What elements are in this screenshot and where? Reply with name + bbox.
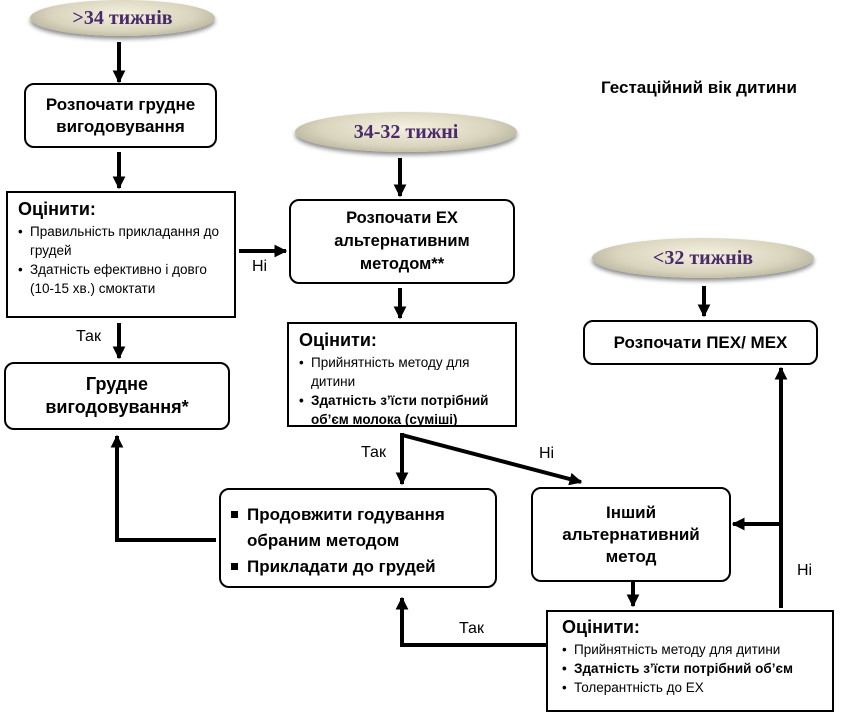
assess-heading-1: Оцінити: xyxy=(18,199,96,219)
assess3-item: Прийнятність методу для дитини xyxy=(562,640,822,659)
assess-box-2: Оцінити: Прийнятність методу для дитини … xyxy=(287,322,517,427)
arrow-assess3-to-continue xyxy=(395,596,546,647)
arrow-continue-to-breastfeeding xyxy=(110,434,216,542)
start-ef-alt-text: Розпочати ЕХ альтернативним методом** xyxy=(334,209,470,273)
no-label-3: Ні xyxy=(797,562,813,579)
continue-item: Продовжити годування обраним методом xyxy=(229,502,487,554)
assess2-item: Здатність з’їсти потрібний об’єм молока … xyxy=(299,391,505,429)
yes-label-2: Так xyxy=(361,444,386,461)
assess1-item: Правильність прикладання до грудей xyxy=(18,222,224,260)
other-method-text: Інший альтернативний метод xyxy=(562,502,700,566)
age-group-34-32: 34-32 тижні xyxy=(295,112,517,152)
arrow-assess2-to-other xyxy=(401,433,583,486)
other-method-box: Інший альтернативний метод xyxy=(531,487,731,582)
yes-label-3: Так xyxy=(459,620,484,637)
continue-item: Прикладати до грудей xyxy=(229,554,487,580)
no-label-1: Ні xyxy=(252,258,268,275)
assess1-item: Здатність ефективно і довго (10-15 хв.) … xyxy=(18,260,224,298)
start-ef-alt-box: Розпочати ЕХ альтернативним методом** xyxy=(289,199,515,284)
assess-heading-2: Оцінити: xyxy=(299,330,377,350)
assess-heading-3: Оцінити: xyxy=(562,617,640,637)
age-group-lt32: <32 тижнів xyxy=(592,238,814,278)
start-breastfeeding-text: Розпочати грудне вигодовування xyxy=(45,94,196,136)
assess3-item: Толерантність до ЕХ xyxy=(562,678,822,697)
start-breastfeeding-box: Розпочати грудне вигодовування xyxy=(24,83,217,148)
assess-box-1: Оцінити: Правильність прикладання до гру… xyxy=(6,191,236,318)
assess2-item: Прийнятність методу для дитини xyxy=(299,353,505,391)
assess-box-3: Оцінити: Прийнятність методу для дитини … xyxy=(546,610,834,712)
continue-feeding-box: Продовжити годування обраним методом При… xyxy=(219,488,497,588)
breastfeeding-text: Грудне вигодовування* xyxy=(45,374,189,417)
age-group-gt34: >34 тижнів xyxy=(30,0,215,36)
gestational-age-title: Гестаційний вік дитини xyxy=(601,78,797,97)
start-pex-box: Розпочати ПЕХ/ МЕХ xyxy=(583,320,818,365)
start-pex-text: Розпочати ПЕХ/ МЕХ xyxy=(613,332,788,352)
yes-label-1: Так xyxy=(76,328,101,345)
no-label-2: Ні xyxy=(539,445,555,462)
assess3-item: Здатність з’їсти потрібний об’єм xyxy=(562,659,822,678)
breastfeeding-box: Грудне вигодовування* xyxy=(4,362,230,430)
